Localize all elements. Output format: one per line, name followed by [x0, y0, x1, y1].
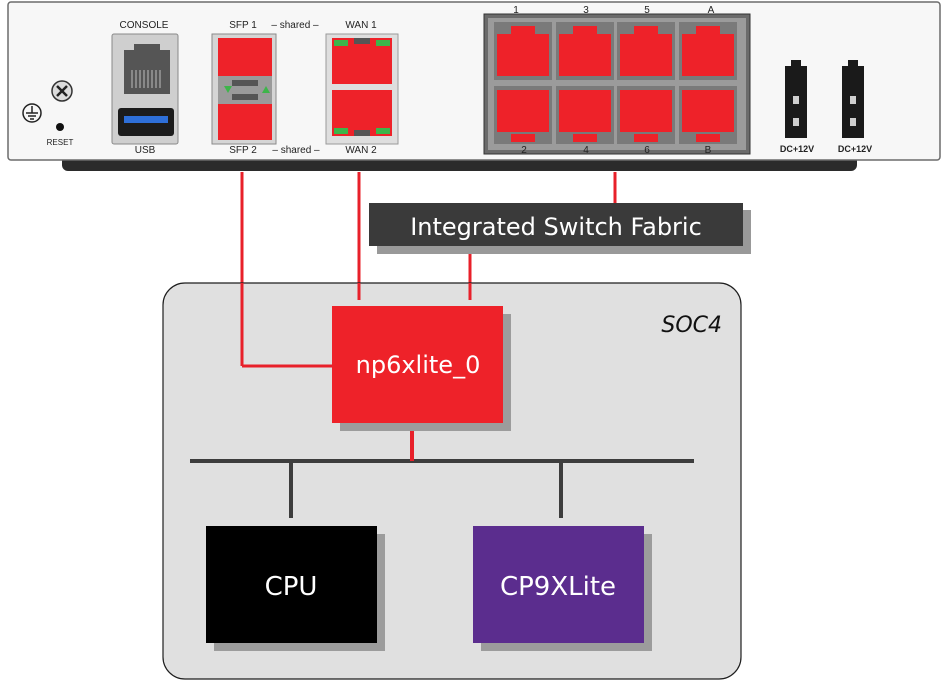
dc-power-connector-icon — [785, 60, 807, 138]
sfp1-label: SFP 1 — [229, 20, 257, 31]
switch-port-6[interactable] — [617, 86, 675, 144]
wan1-led-right — [376, 40, 390, 46]
sfp2-port[interactable] — [218, 104, 272, 140]
port-4-label: 4 — [583, 145, 589, 156]
switch-port-4[interactable] — [556, 86, 614, 144]
cpu-label: CPU — [265, 572, 318, 602]
switch-ports — [494, 22, 737, 144]
usb-label: USB — [135, 145, 156, 156]
wan1-led-left — [334, 40, 348, 46]
switch-port-1[interactable] — [494, 22, 552, 80]
sfp-cage-icon — [211, 33, 277, 145]
switch-port-b[interactable] — [679, 86, 737, 144]
screw-icon — [51, 80, 73, 102]
usb-port[interactable] — [118, 108, 174, 136]
port-5-label: 5 — [644, 5, 650, 16]
shared-top-label: – shared – — [271, 20, 319, 31]
reset-label: RESET — [47, 138, 74, 147]
wan2-label: WAN 2 — [345, 145, 377, 156]
switch-port-a[interactable] — [679, 22, 737, 80]
port-6-label: 6 — [644, 145, 650, 156]
cp9xlite-label: CP9XLite — [500, 572, 616, 602]
dc2-label: DC+12V — [838, 144, 872, 154]
soc4-container: SOC4 np6xlite_0 CPU CP9XLite — [162, 282, 742, 680]
fabric-label: Integrated Switch Fabric — [410, 213, 702, 241]
wan2-port[interactable] — [332, 90, 392, 136]
integrated-switch-fabric: Integrated Switch Fabric — [369, 203, 751, 254]
port-a-label: A — [708, 5, 715, 16]
console-label: CONSOLE — [120, 20, 169, 31]
port-3-label: 3 — [583, 5, 589, 16]
switch-port-5[interactable] — [617, 22, 675, 80]
switch-port-3[interactable] — [556, 22, 614, 80]
dc-power-connector-icon — [842, 60, 864, 138]
usb-port-icon — [118, 108, 174, 136]
wan1-label: WAN 1 — [345, 20, 377, 31]
dc1-label: DC+12V — [780, 144, 814, 154]
fabric-box — [369, 203, 743, 246]
wan2-led-left — [334, 128, 348, 134]
np6xlite-label: np6xlite_0 — [356, 351, 481, 379]
wan1-port[interactable] — [332, 38, 392, 84]
wan2-led-right — [376, 128, 390, 134]
switch-port-2[interactable] — [494, 86, 552, 144]
device-front-panel: RESET CONSOLE — [7, 1, 941, 171]
reset-button[interactable] — [56, 123, 64, 131]
rj45-port-icon — [124, 44, 170, 94]
switch-ports-block — [483, 13, 751, 155]
sfp2-label: SFP 2 — [229, 145, 257, 156]
np6xlite-box — [332, 306, 503, 423]
ground-icon — [22, 103, 42, 123]
soc4-label: SOC4 — [661, 313, 722, 338]
sfp1-port[interactable] — [218, 38, 272, 76]
shared-bottom-label: – shared – — [272, 145, 320, 156]
cp9xlite-box — [473, 526, 644, 643]
port-1-label: 1 — [513, 5, 519, 16]
port-b-label: B — [705, 145, 712, 156]
wan-ports — [325, 33, 399, 145]
cpu-box — [206, 526, 377, 643]
port-2-label: 2 — [521, 145, 527, 156]
